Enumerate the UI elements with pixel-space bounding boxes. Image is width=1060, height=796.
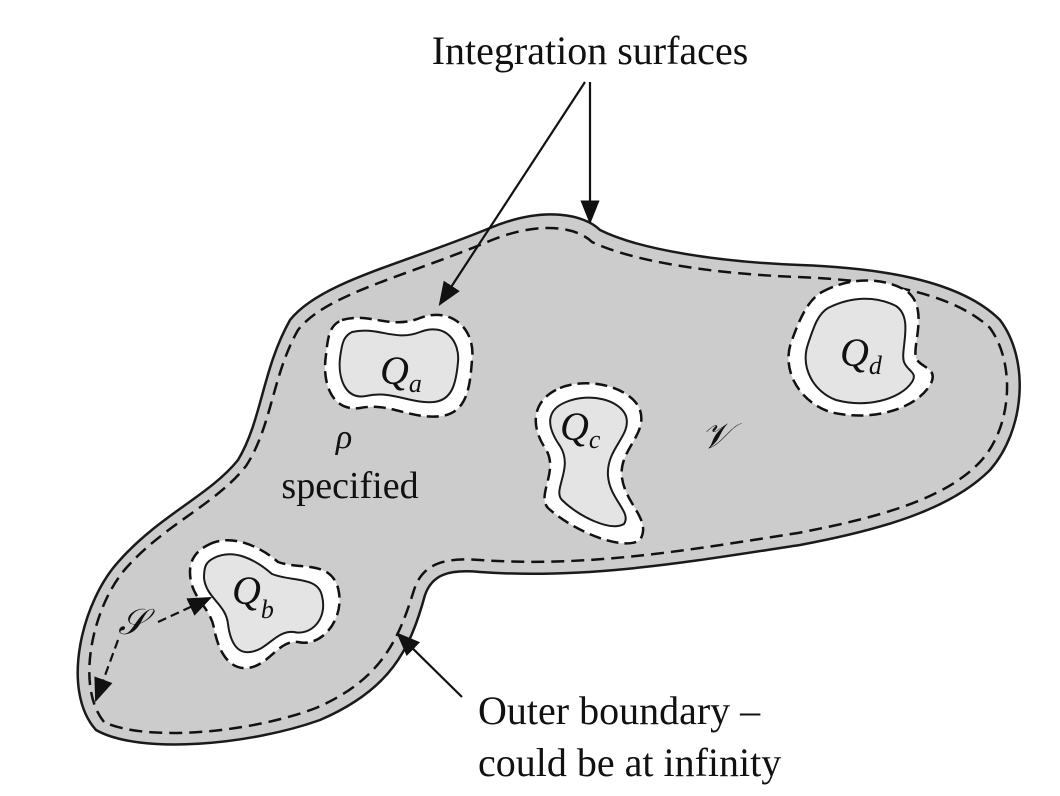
- conductor-c-label: Qc: [560, 404, 601, 454]
- conductor-b-body: [202, 553, 325, 654]
- conductor-a-body: [338, 328, 460, 404]
- conductor-a-integration-surface: [323, 313, 474, 418]
- conductor-d-label: Qd: [840, 330, 883, 380]
- conductor-a-group: [323, 313, 474, 418]
- s-arrow-right: [157, 596, 213, 623]
- integration-surfaces-label: Integration surfaces: [432, 28, 749, 73]
- conductor-b-integration-surface: [188, 539, 341, 670]
- conductor-d-integration-surface: [787, 279, 934, 417]
- conductor-a-label: Qa: [380, 348, 422, 398]
- conductor-b-label: Qb: [232, 568, 274, 624]
- specified-label: specified: [281, 465, 418, 507]
- s-arrow-down: [94, 639, 120, 703]
- conductor-d-body: [804, 297, 915, 405]
- conductor-c-body: [549, 396, 628, 528]
- outer-boundary-label-line2: could be at infinity: [478, 740, 781, 785]
- conductor-c-integration-surface: [534, 382, 645, 545]
- arrow-to-outer-boundary: [396, 632, 463, 698]
- conductor-c-group: [534, 382, 645, 545]
- conductor-b-group: [188, 539, 341, 670]
- outer-integration-surface: [88, 226, 1009, 735]
- conductor-d-group: [787, 279, 934, 417]
- arrow-to-conductor-a-surface: [438, 81, 586, 307]
- rho-symbol: ρ: [335, 419, 352, 456]
- outer-boundary-label-line1: Outer boundary –: [478, 688, 761, 733]
